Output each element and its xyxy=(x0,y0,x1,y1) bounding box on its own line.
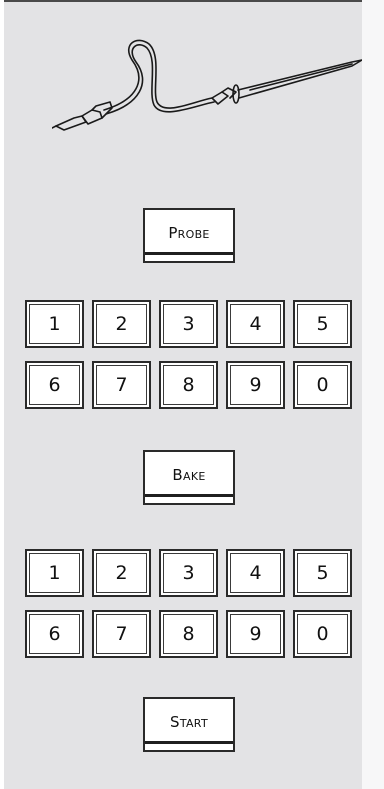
probe-key-4[interactable]: 4 xyxy=(226,300,285,348)
bake-key-9[interactable]: 9 xyxy=(226,610,285,658)
bake-key-6[interactable]: 6 xyxy=(25,610,84,658)
bake-key-7[interactable]: 7 xyxy=(92,610,151,658)
bake-key-2[interactable]: 2 xyxy=(92,549,151,597)
bake-key-4[interactable]: 4 xyxy=(226,549,285,597)
bake-key-8[interactable]: 8 xyxy=(159,610,218,658)
probe-key-0[interactable]: 0 xyxy=(293,361,352,409)
probe-button[interactable]: Probe xyxy=(143,208,235,263)
probe-keypad: 1 2 3 4 5 6 7 8 9 0 xyxy=(25,300,355,409)
probe-key-1[interactable]: 1 xyxy=(25,300,84,348)
probe-button-label: Probe xyxy=(168,224,209,242)
temperature-probe-icon xyxy=(52,30,364,140)
right-margin xyxy=(362,0,384,789)
probe-key-2[interactable]: 2 xyxy=(92,300,151,348)
bake-key-5[interactable]: 5 xyxy=(293,549,352,597)
bake-key-0[interactable]: 0 xyxy=(293,610,352,658)
bake-button-label: Bake xyxy=(172,466,205,484)
bake-button[interactable]: Bake xyxy=(143,450,235,505)
bake-keypad: 1 2 3 4 5 6 7 8 9 0 xyxy=(25,549,355,658)
bake-key-1[interactable]: 1 xyxy=(25,549,84,597)
probe-key-6[interactable]: 6 xyxy=(25,361,84,409)
bake-key-3[interactable]: 3 xyxy=(159,549,218,597)
probe-key-5[interactable]: 5 xyxy=(293,300,352,348)
probe-key-8[interactable]: 8 xyxy=(159,361,218,409)
start-button[interactable]: Start xyxy=(143,697,235,752)
probe-key-7[interactable]: 7 xyxy=(92,361,151,409)
start-button-label: Start xyxy=(170,713,208,731)
probe-key-3[interactable]: 3 xyxy=(159,300,218,348)
control-panel: Probe 1 2 3 4 5 6 7 8 9 0 Bake 1 2 3 4 5… xyxy=(4,0,362,789)
probe-key-9[interactable]: 9 xyxy=(226,361,285,409)
